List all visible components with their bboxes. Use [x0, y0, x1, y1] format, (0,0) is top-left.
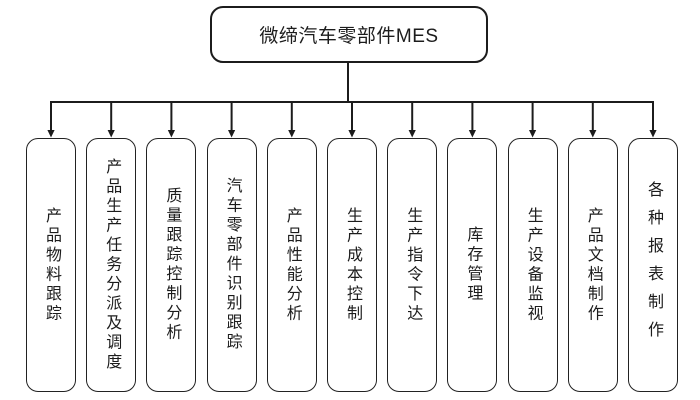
- child-node-label: 生产设备监视: [524, 206, 542, 324]
- arrowhead-icon: [228, 130, 236, 138]
- child-node-label: 质量跟踪控制分析: [163, 187, 181, 343]
- root-node-label: 微缔汽车零部件MES: [259, 26, 439, 47]
- child-node-label: 产品生产任务分派及调度: [103, 157, 121, 373]
- child-node-label: 汽车零部件识别跟踪: [223, 177, 241, 353]
- child-node-label: 生产成本控制: [344, 206, 361, 324]
- child-node-11: 各种报表制作: [628, 138, 678, 392]
- child-node-1: 产品物料跟踪: [26, 138, 76, 392]
- child-node-9: 生产设备监视: [507, 138, 558, 392]
- child-node-label: 产品物料跟踪: [43, 206, 60, 324]
- child-node-4: 汽车零部件识别跟踪: [206, 138, 257, 392]
- child-node-2: 产品生产任务分派及调度: [86, 138, 137, 392]
- arrowhead-icon: [589, 130, 597, 138]
- child-node-label: 各种报表制作: [645, 181, 662, 349]
- child-node-8: 库存管理: [447, 138, 498, 392]
- arrowhead-icon: [167, 130, 175, 138]
- arrowhead-icon: [348, 130, 356, 138]
- arrowhead-icon: [47, 130, 55, 138]
- arrowhead-icon: [529, 130, 537, 138]
- child-node-5: 产品性能分析: [266, 138, 317, 392]
- arrowhead-icon: [649, 130, 657, 138]
- child-node-10: 产品文档制作: [567, 138, 618, 392]
- child-node-3: 质量跟踪控制分析: [146, 138, 197, 392]
- child-node-label: 库存管理: [464, 226, 482, 304]
- arrowhead-icon: [408, 130, 416, 138]
- child-node-7: 生产指令下达: [387, 138, 438, 392]
- child-node-label: 产品性能分析: [283, 206, 301, 324]
- child-node-label: 生产指令下达: [404, 206, 422, 324]
- child-node-6: 生产成本控制: [327, 138, 377, 392]
- child-node-label: 产品文档制作: [584, 206, 602, 324]
- arrowhead-icon: [107, 130, 115, 138]
- root-node: 微缔汽车零部件MES: [210, 6, 488, 63]
- arrowhead-icon: [468, 130, 476, 138]
- arrowhead-icon: [288, 130, 296, 138]
